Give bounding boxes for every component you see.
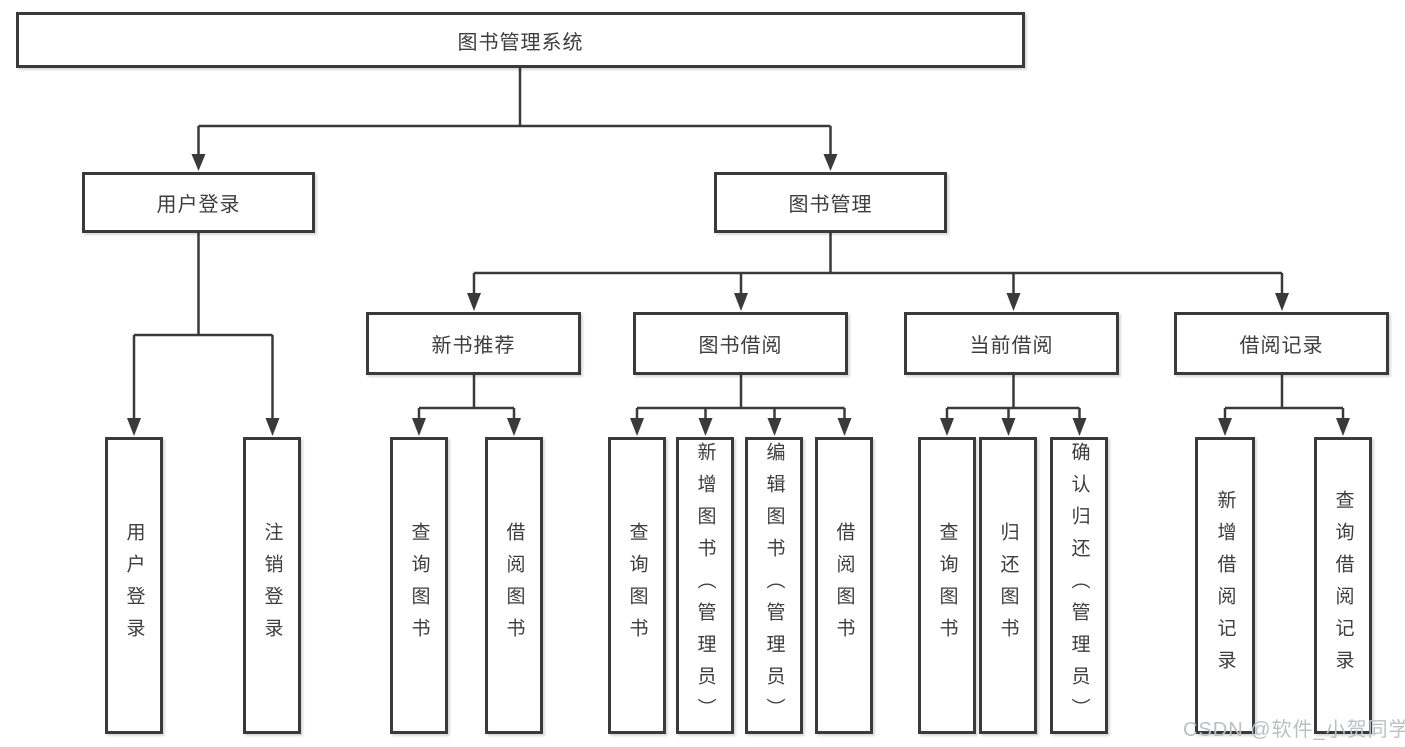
arrow-down-icon [1072,418,1087,436]
leaf-current-confirm-return-admin: 确认归还（管理员） [1050,437,1108,734]
arrow-down-icon [127,418,141,436]
node-current-borrowing: 当前借阅 [904,312,1119,375]
leaf-records-query-record: 查询借阅记录 [1314,437,1372,734]
node-library-management-system: 图书管理系统 [16,12,1025,68]
node-book-management: 图书管理 [714,172,947,233]
leaf-records-add-record: 新增借阅记录 [1195,437,1255,734]
arrow-down-icon [467,293,481,311]
arrow-down-icon [1001,418,1016,436]
leaf-current-return-books: 归还图书 [979,437,1037,734]
arrow-down-icon [630,418,644,436]
arrow-down-icon [940,418,954,436]
arrow-down-icon [412,418,426,436]
arrow-down-icon [1006,293,1021,311]
leaf-borrowing-add-books-admin: 新增图书（管理员） [676,437,734,734]
watermark: CSDN @软件_小贺同学 [1183,719,1405,741]
leaf-recommend-query-books: 查询图书 [390,437,448,734]
node-borrowing-records: 借阅记录 [1174,312,1389,375]
node-user-login: 用户登录 [82,172,315,233]
arrow-down-icon [191,154,206,171]
leaf-current-query-books: 查询图书 [918,437,976,734]
leaf-user-login: 用户登录 [105,437,163,734]
arrow-down-icon [1275,293,1289,311]
arrow-down-icon [507,418,521,436]
arrow-down-icon [265,418,280,436]
leaf-borrowing-borrow-books: 借阅图书 [815,437,873,734]
leaf-borrowing-query-books: 查询图书 [608,437,666,734]
node-book-borrowing: 图书借阅 [633,312,848,375]
leaf-logout: 注销登录 [243,437,301,734]
arrow-down-icon [1336,418,1350,436]
arrow-down-icon [1218,418,1232,436]
connector-paths [132,68,1345,421]
arrow-down-icon [767,418,782,436]
arrow-down-icon [823,154,838,171]
arrow-down-icon [734,293,748,311]
arrow-down-icon [698,418,713,436]
node-new-book-recommendation: 新书推荐 [366,312,581,375]
leaf-borrowing-edit-books-admin: 编辑图书（管理员） [745,437,803,734]
arrow-down-icon [837,418,852,436]
leaf-recommend-borrow-books: 借阅图书 [485,437,543,734]
arrowhead-icons [127,154,1350,436]
